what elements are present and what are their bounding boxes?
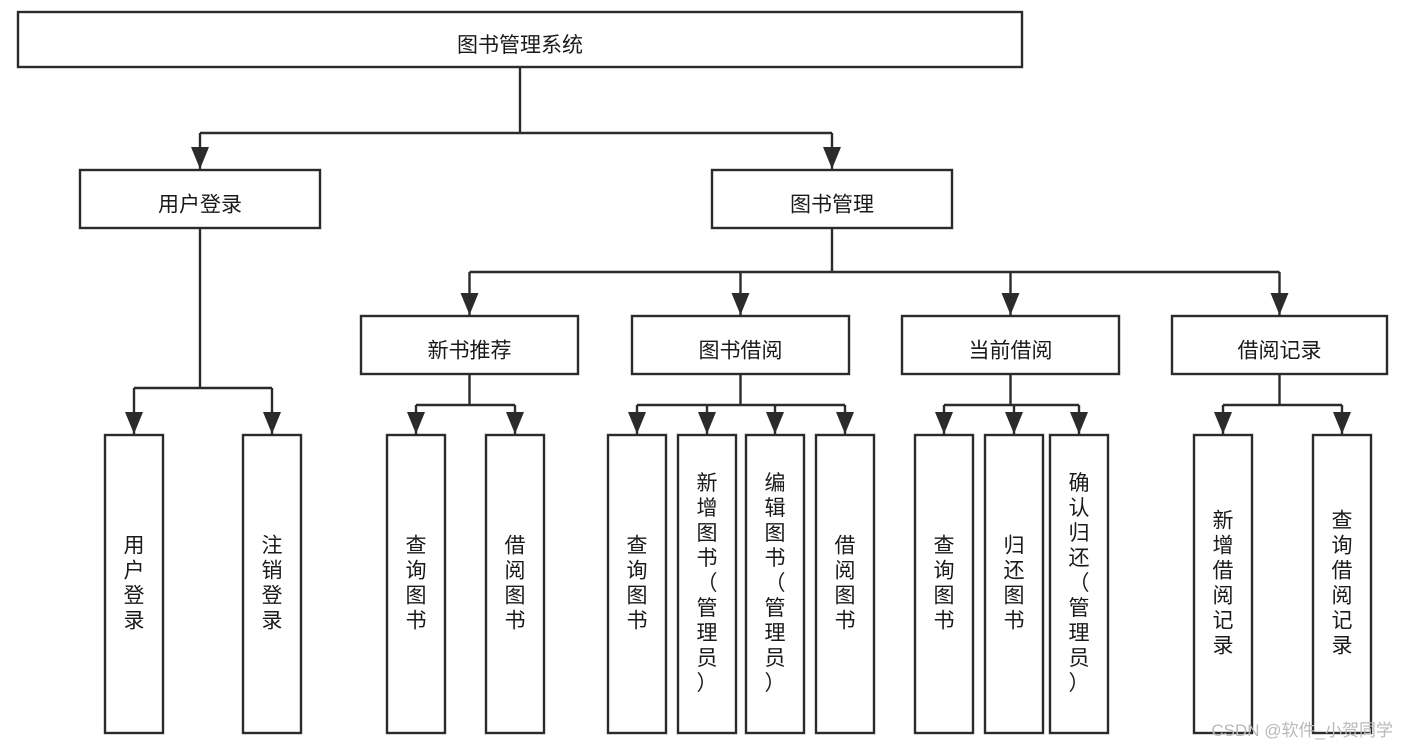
node-leaf-query-book-2-label: 查询图书 bbox=[627, 534, 648, 632]
node-leaf-user-login-label: 用户登录 bbox=[124, 534, 145, 632]
arrow-head-icon bbox=[836, 412, 854, 434]
node-leaf-borrow-book-1[interactable]: 借阅图书 bbox=[484, 433, 546, 735]
node-leaf-return-book-box[interactable] bbox=[983, 433, 1045, 735]
node-book-management-label: 图书管理 bbox=[790, 194, 874, 217]
node-leaf-confirm-return-admin-label: 确认归还（管理员） bbox=[1069, 472, 1090, 695]
node-leaf-borrow-book-1-label: 借阅图书 bbox=[505, 534, 526, 632]
arrow-head-icon bbox=[1270, 293, 1289, 315]
node-leaf-logout-login-box[interactable] bbox=[241, 433, 303, 735]
node-leaf-query-book-2-box[interactable] bbox=[606, 433, 668, 735]
node-user-login-label: 用户登录 bbox=[158, 194, 242, 217]
node-leaf-add-book-admin-label: 新增图书（管理员） bbox=[697, 472, 718, 695]
node-layer: 图书管理系统用户登录图书管理新书推荐图书借阅当前借阅借阅记录用户登录注销登录查询… bbox=[16, 10, 1389, 735]
arrow-head-icon bbox=[506, 412, 524, 434]
arrow-head-icon bbox=[628, 412, 646, 434]
node-leaf-add-borrow-record-label: 新增借阅记录 bbox=[1213, 509, 1234, 657]
node-leaf-return-book-label: 归还图书 bbox=[1004, 534, 1025, 632]
node-leaf-edit-book-admin-box[interactable] bbox=[744, 433, 806, 735]
arrow-head-icon bbox=[1001, 293, 1020, 315]
node-leaf-add-book-admin-box[interactable] bbox=[676, 433, 738, 735]
node-leaf-user-login[interactable]: 用户登录 bbox=[103, 433, 165, 735]
node-leaf-borrow-book-1-box[interactable] bbox=[484, 433, 546, 735]
node-leaf-query-book-1-box[interactable] bbox=[385, 433, 447, 735]
node-leaf-query-borrow-record-box[interactable] bbox=[1311, 433, 1373, 735]
node-book-borrow-label: 图书借阅 bbox=[699, 340, 783, 363]
node-leaf-borrow-book-2[interactable]: 借阅图书 bbox=[814, 433, 876, 735]
arrow-head-icon bbox=[731, 293, 750, 315]
node-leaf-add-borrow-record[interactable]: 新增借阅记录 bbox=[1192, 433, 1254, 735]
node-leaf-confirm-return-admin[interactable]: 确认归还（管理员） bbox=[1048, 433, 1110, 735]
node-borrow-record-box[interactable] bbox=[1170, 314, 1389, 376]
node-leaf-logout-login[interactable]: 注销登录 bbox=[241, 433, 303, 735]
node-book-management-box[interactable] bbox=[710, 168, 954, 230]
node-leaf-add-book-admin[interactable]: 新增图书（管理员） bbox=[676, 433, 738, 735]
arrow-head-icon bbox=[1070, 412, 1088, 434]
node-book-borrow[interactable]: 图书借阅 bbox=[630, 314, 851, 376]
node-user-login[interactable]: 用户登录 bbox=[78, 168, 322, 230]
arrow-head-icon bbox=[125, 412, 143, 434]
arrow-head-icon bbox=[407, 412, 425, 434]
node-new-book-recommend-label: 新书推荐 bbox=[428, 340, 512, 363]
node-leaf-query-borrow-record-label: 查询借阅记录 bbox=[1332, 509, 1353, 657]
node-root-system[interactable]: 图书管理系统 bbox=[16, 10, 1024, 69]
node-leaf-borrow-book-2-label: 借阅图书 bbox=[835, 534, 856, 632]
node-root-system-label: 图书管理系统 bbox=[457, 34, 583, 57]
node-leaf-borrow-book-2-box[interactable] bbox=[814, 433, 876, 735]
arrow-head-icon bbox=[263, 412, 281, 434]
node-book-management[interactable]: 图书管理 bbox=[710, 168, 954, 230]
node-leaf-query-book-1-label: 查询图书 bbox=[406, 534, 427, 632]
arrow-head-icon bbox=[191, 147, 209, 169]
node-leaf-user-login-box[interactable] bbox=[103, 433, 165, 735]
node-leaf-query-book-3-label: 查询图书 bbox=[934, 534, 955, 632]
arrow-head-icon bbox=[1333, 412, 1351, 434]
node-new-book-recommend[interactable]: 新书推荐 bbox=[359, 314, 580, 376]
node-user-login-box[interactable] bbox=[78, 168, 322, 230]
arrow-head-icon bbox=[1214, 412, 1232, 434]
node-leaf-query-book-2[interactable]: 查询图书 bbox=[606, 433, 668, 735]
node-leaf-confirm-return-admin-box[interactable] bbox=[1048, 433, 1110, 735]
node-leaf-query-borrow-record[interactable]: 查询借阅记录 bbox=[1311, 433, 1373, 735]
node-borrow-record[interactable]: 借阅记录 bbox=[1170, 314, 1389, 376]
node-current-borrow-label: 当前借阅 bbox=[969, 340, 1053, 363]
node-new-book-recommend-box[interactable] bbox=[359, 314, 580, 376]
node-leaf-edit-book-admin-label: 编辑图书（管理员） bbox=[765, 472, 786, 695]
node-root-system-box[interactable] bbox=[16, 10, 1024, 69]
arrow-head-icon bbox=[698, 412, 716, 434]
node-leaf-query-book-3[interactable]: 查询图书 bbox=[913, 433, 975, 735]
node-current-borrow-box[interactable] bbox=[900, 314, 1121, 376]
arrow-head-icon bbox=[460, 293, 479, 315]
node-leaf-query-book-3-box[interactable] bbox=[913, 433, 975, 735]
arrow-head-icon bbox=[823, 147, 841, 169]
node-borrow-record-label: 借阅记录 bbox=[1238, 340, 1322, 363]
node-leaf-logout-login-label: 注销登录 bbox=[262, 534, 283, 632]
arrow-head-icon bbox=[1005, 412, 1023, 434]
connector-layer bbox=[125, 67, 1351, 434]
node-current-borrow[interactable]: 当前借阅 bbox=[900, 314, 1121, 376]
arrow-head-icon bbox=[766, 412, 784, 434]
arrow-head-icon bbox=[935, 412, 953, 434]
node-leaf-add-borrow-record-box[interactable] bbox=[1192, 433, 1254, 735]
node-book-borrow-box[interactable] bbox=[630, 314, 851, 376]
node-leaf-edit-book-admin[interactable]: 编辑图书（管理员） bbox=[744, 433, 806, 735]
node-leaf-query-book-1[interactable]: 查询图书 bbox=[385, 433, 447, 735]
node-leaf-return-book[interactable]: 归还图书 bbox=[983, 433, 1045, 735]
